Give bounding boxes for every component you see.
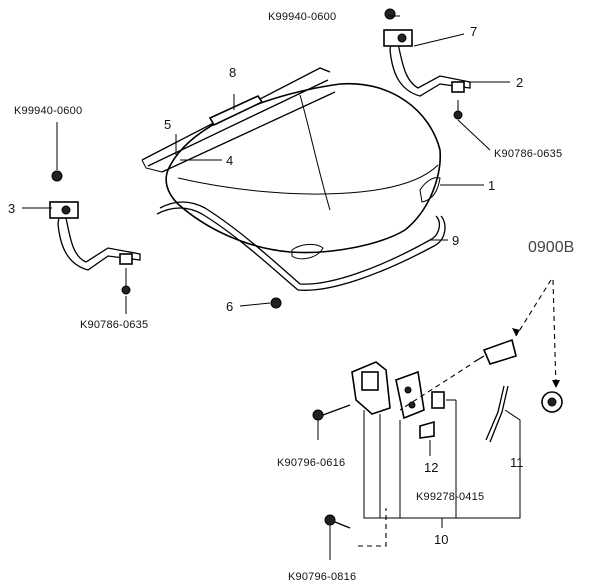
left-hinge	[49, 170, 141, 295]
label-clip-rod: K99278-0415	[416, 491, 484, 503]
callout-5: 5	[164, 117, 171, 132]
bumper-stop	[270, 297, 282, 309]
trunk-lid	[165, 82, 441, 260]
callout-4: 4	[226, 153, 233, 168]
callout-3: 3	[8, 201, 15, 216]
callout-7: 7	[470, 24, 477, 39]
callout-2: 2	[516, 75, 523, 90]
latch-bolt	[312, 404, 351, 421]
right-hinge	[383, 8, 471, 120]
callout-6: 6	[226, 299, 233, 314]
callout-9: 9	[452, 233, 459, 248]
label-bolt-lock: K90796-0816	[288, 571, 356, 583]
latch-bracket	[482, 338, 517, 365]
torsion-bars	[141, 67, 336, 173]
callout-12: 12	[424, 460, 438, 475]
spoiler-strip	[208, 94, 264, 127]
label-bolt-latch: K90796-0616	[277, 457, 345, 469]
callout-1: 1	[488, 178, 495, 193]
callout-8: 8	[229, 65, 236, 80]
label-nut-top: K99940-0600	[268, 11, 336, 23]
lock-cylinder	[541, 391, 563, 413]
label-bolt-right-hinge: K90786-0635	[494, 148, 562, 160]
label-reference-code: 0900B	[528, 239, 574, 256]
callout-11: 11	[510, 455, 524, 470]
leader-lines	[22, 15, 521, 560]
release-rod	[485, 385, 509, 443]
weatherstrip-seal	[156, 201, 446, 291]
callout-10: 10	[434, 532, 448, 547]
lock-bolt	[324, 514, 351, 529]
label-bolt-left-hinge: K90786-0635	[80, 319, 148, 331]
reference-dashes	[358, 279, 560, 547]
label-nut-left: K99940-0600	[14, 105, 82, 117]
latch-assembly	[351, 361, 445, 439]
